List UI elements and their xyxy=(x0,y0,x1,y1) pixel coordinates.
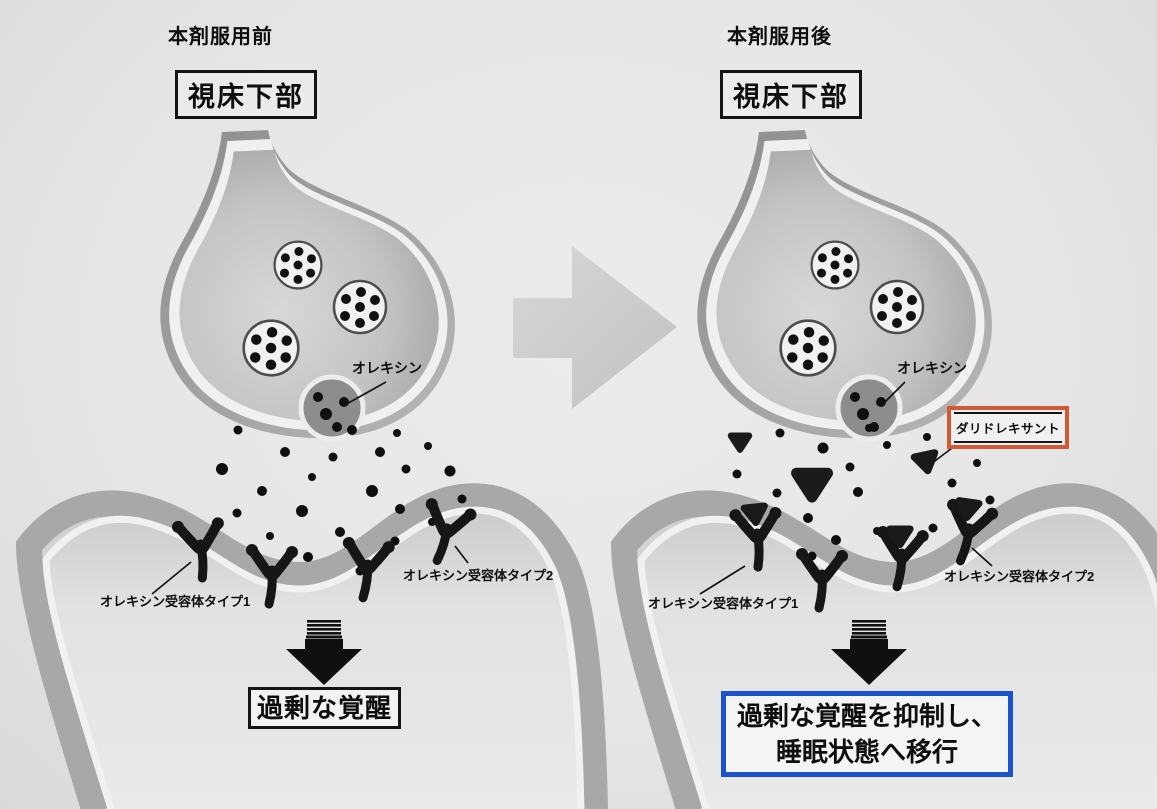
panel-title-after: 本剤服用後 xyxy=(727,26,832,48)
sleep-outcome-line2: 睡眠状態へ移行 xyxy=(775,737,958,767)
daridorexant-box: ダリドレキサント xyxy=(947,406,1070,449)
hypothalamus-box-before: 視床下部 xyxy=(175,70,317,119)
sleep-outcome-box: 過剰な覚醒を抑制し、 睡眠状態へ移行 xyxy=(721,691,1013,777)
orexin-label-after: オレキシン xyxy=(897,360,967,376)
orexin-label-before: オレキシン xyxy=(352,360,422,376)
hypothalamus-box-after: 視床下部 xyxy=(720,70,862,119)
presynaptic-neuron-after xyxy=(697,130,992,439)
receptor-type1-label-before: オレキシン受容体タイプ1 xyxy=(100,594,251,609)
receptor-type2-label-after: オレキシン受容体タイプ2 xyxy=(944,569,1095,584)
presynaptic-neuron-before xyxy=(160,130,455,439)
excessive-wakefulness-box: 過剰な覚醒 xyxy=(248,687,402,729)
panel-title-before: 本剤服用前 xyxy=(168,26,273,48)
sleep-outcome-line1: 過剰な覚醒を抑制し、 xyxy=(736,701,997,731)
leader-lines xyxy=(151,381,993,595)
receptor-type1-label-after: オレキシン受容体タイプ1 xyxy=(648,596,799,611)
receptor-type2-label-before: オレキシン受容体タイプ2 xyxy=(403,568,554,583)
daridorexant-label: ダリドレキサント xyxy=(954,412,1063,443)
transition-arrow xyxy=(513,246,677,409)
